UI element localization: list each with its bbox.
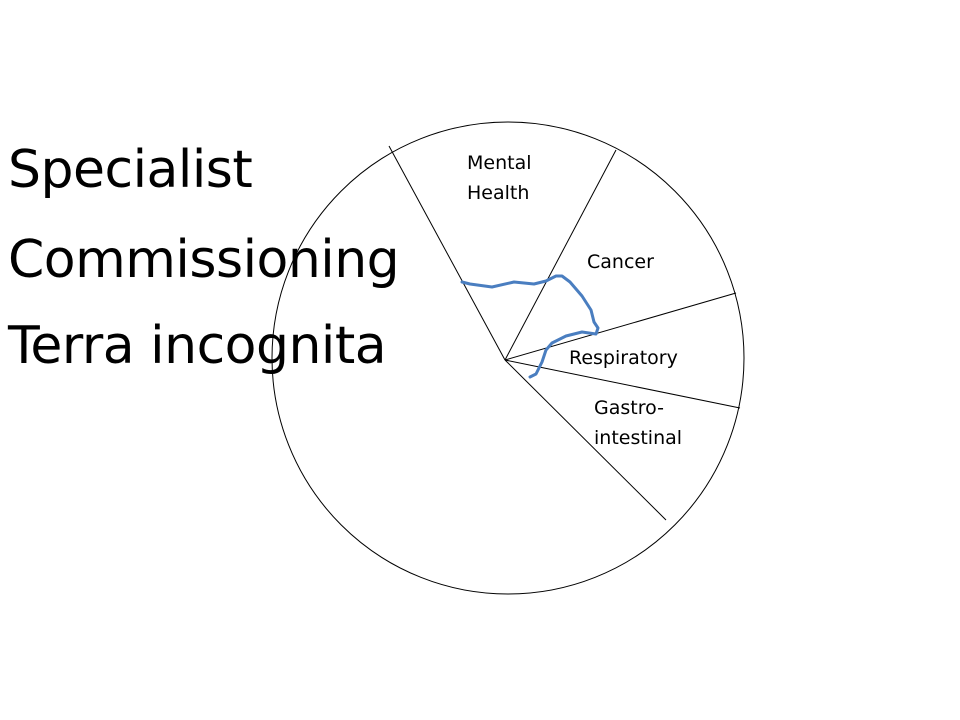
divider-respiratory-gastro — [504, 359, 741, 409]
segment-label-mental-health-line-1: Mental — [467, 152, 532, 174]
title-line-3: Terra incognita — [8, 316, 387, 376]
segment-label-respiratory-line-1: Respiratory — [569, 347, 678, 369]
divider-mental-health-left — [388, 145, 506, 361]
divider-gastro-remainder — [504, 359, 667, 521]
segment-label-respiratory: Respiratory — [569, 343, 678, 373]
segment-label-gastro-intestinal-line-1: Gastro- — [594, 397, 664, 419]
hand-drawn-boundary-path — [460, 274, 600, 379]
divider-mental-health-cancer — [504, 149, 617, 361]
divider-cancer-respiratory — [504, 292, 737, 361]
segment-label-cancer-line-1: Cancer — [587, 251, 654, 273]
segment-label-mental-health: Mental Health — [467, 148, 532, 208]
segment-label-gastro-intestinal: Gastro- intestinal — [594, 393, 682, 453]
segment-label-cancer: Cancer — [587, 247, 654, 277]
segment-label-gastro-intestinal-line-2: intestinal — [594, 427, 683, 449]
pie-outline — [271, 121, 745, 595]
segment-label-mental-health-line-2: Health — [467, 182, 530, 204]
title-line-2: Commissioning — [8, 230, 400, 290]
title-line-1: Specialist — [8, 140, 253, 200]
